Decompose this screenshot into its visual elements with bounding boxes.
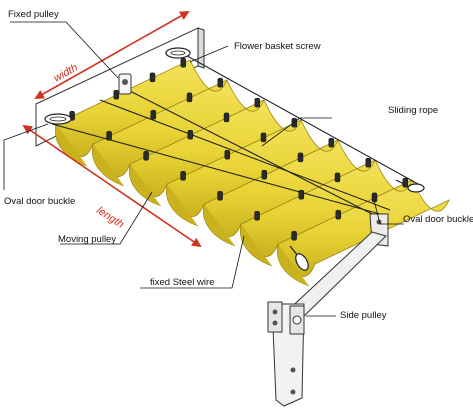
- canopy-fold-curl: [239, 223, 273, 267]
- sliding-rope-line: [119, 85, 381, 219]
- label-moving-pulley: Moving pulley: [58, 234, 116, 245]
- label-side-pulley: Side pulley: [340, 310, 387, 321]
- moving-pulley-clip: [217, 191, 223, 201]
- callout-leaders: [3, 21, 404, 317]
- oval-door-buckle-wall-left: [44, 113, 72, 125]
- label-sliding-rope: Sliding rope: [388, 105, 438, 116]
- moving-pulley-clip: [143, 151, 149, 161]
- moving-pulley-clip: [180, 57, 187, 68]
- moving-pulley-clip: [254, 211, 260, 221]
- moving-pulley-clip: [365, 157, 372, 168]
- moving-pulley-clip: [334, 172, 341, 183]
- length-label: length: [94, 204, 126, 230]
- label-oval-door-buckle-left: Oval door buckle: [4, 196, 75, 207]
- moving-pulley-clip: [291, 117, 298, 128]
- moving-pulley-clip: [217, 77, 224, 88]
- moving-pulley-clip: [260, 132, 267, 143]
- length-arrow: [22, 124, 202, 248]
- moving-pulley-clip: [106, 131, 112, 141]
- moving-pulley-clip: [150, 109, 157, 120]
- moving-pulley-clip: [328, 137, 335, 148]
- label-fixed-pulley: Fixed pulley: [8, 9, 59, 20]
- oval-door-buckle-wall-right: [165, 47, 191, 59]
- canopy-fold-curl: [202, 203, 236, 247]
- fixed-pulley: [118, 73, 132, 95]
- label-fixed-steel-wire: fixed Steel wire: [150, 277, 214, 288]
- moving-pulley-clip: [187, 129, 194, 140]
- moving-pulley-clip: [224, 149, 231, 160]
- moving-pulley-clip: [180, 171, 186, 181]
- label-oval-door-buckle-right: Oval door buckle: [403, 214, 473, 225]
- moving-pulley-clip: [223, 112, 230, 123]
- oval-door-buckle-front-left: [289, 245, 309, 271]
- support-post: [267, 301, 305, 407]
- oval-door-buckle-front-right: [395, 179, 425, 193]
- moving-pulley-clip: [297, 152, 304, 163]
- moving-pulley-clip: [149, 72, 156, 83]
- moving-pulley-clip: [291, 231, 297, 241]
- moving-pulley-clip: [254, 97, 261, 108]
- moving-pulley-clip: [335, 209, 342, 220]
- steel-wire-back: [179, 51, 419, 185]
- moving-pulley-clip: [298, 189, 305, 200]
- callout-labels: Fixed pulley Flower basket screw Sliding…: [4, 9, 473, 321]
- canopy-fold-curl: [276, 243, 310, 287]
- moving-pulley-clip: [261, 169, 268, 180]
- moving-pulley-clip: [186, 92, 193, 103]
- label-flower-basket-screw: Flower basket screw: [234, 41, 321, 52]
- width-arrow: [34, 11, 190, 99]
- steel-wire-mid: [99, 99, 391, 211]
- moving-pulley-clip: [113, 89, 120, 100]
